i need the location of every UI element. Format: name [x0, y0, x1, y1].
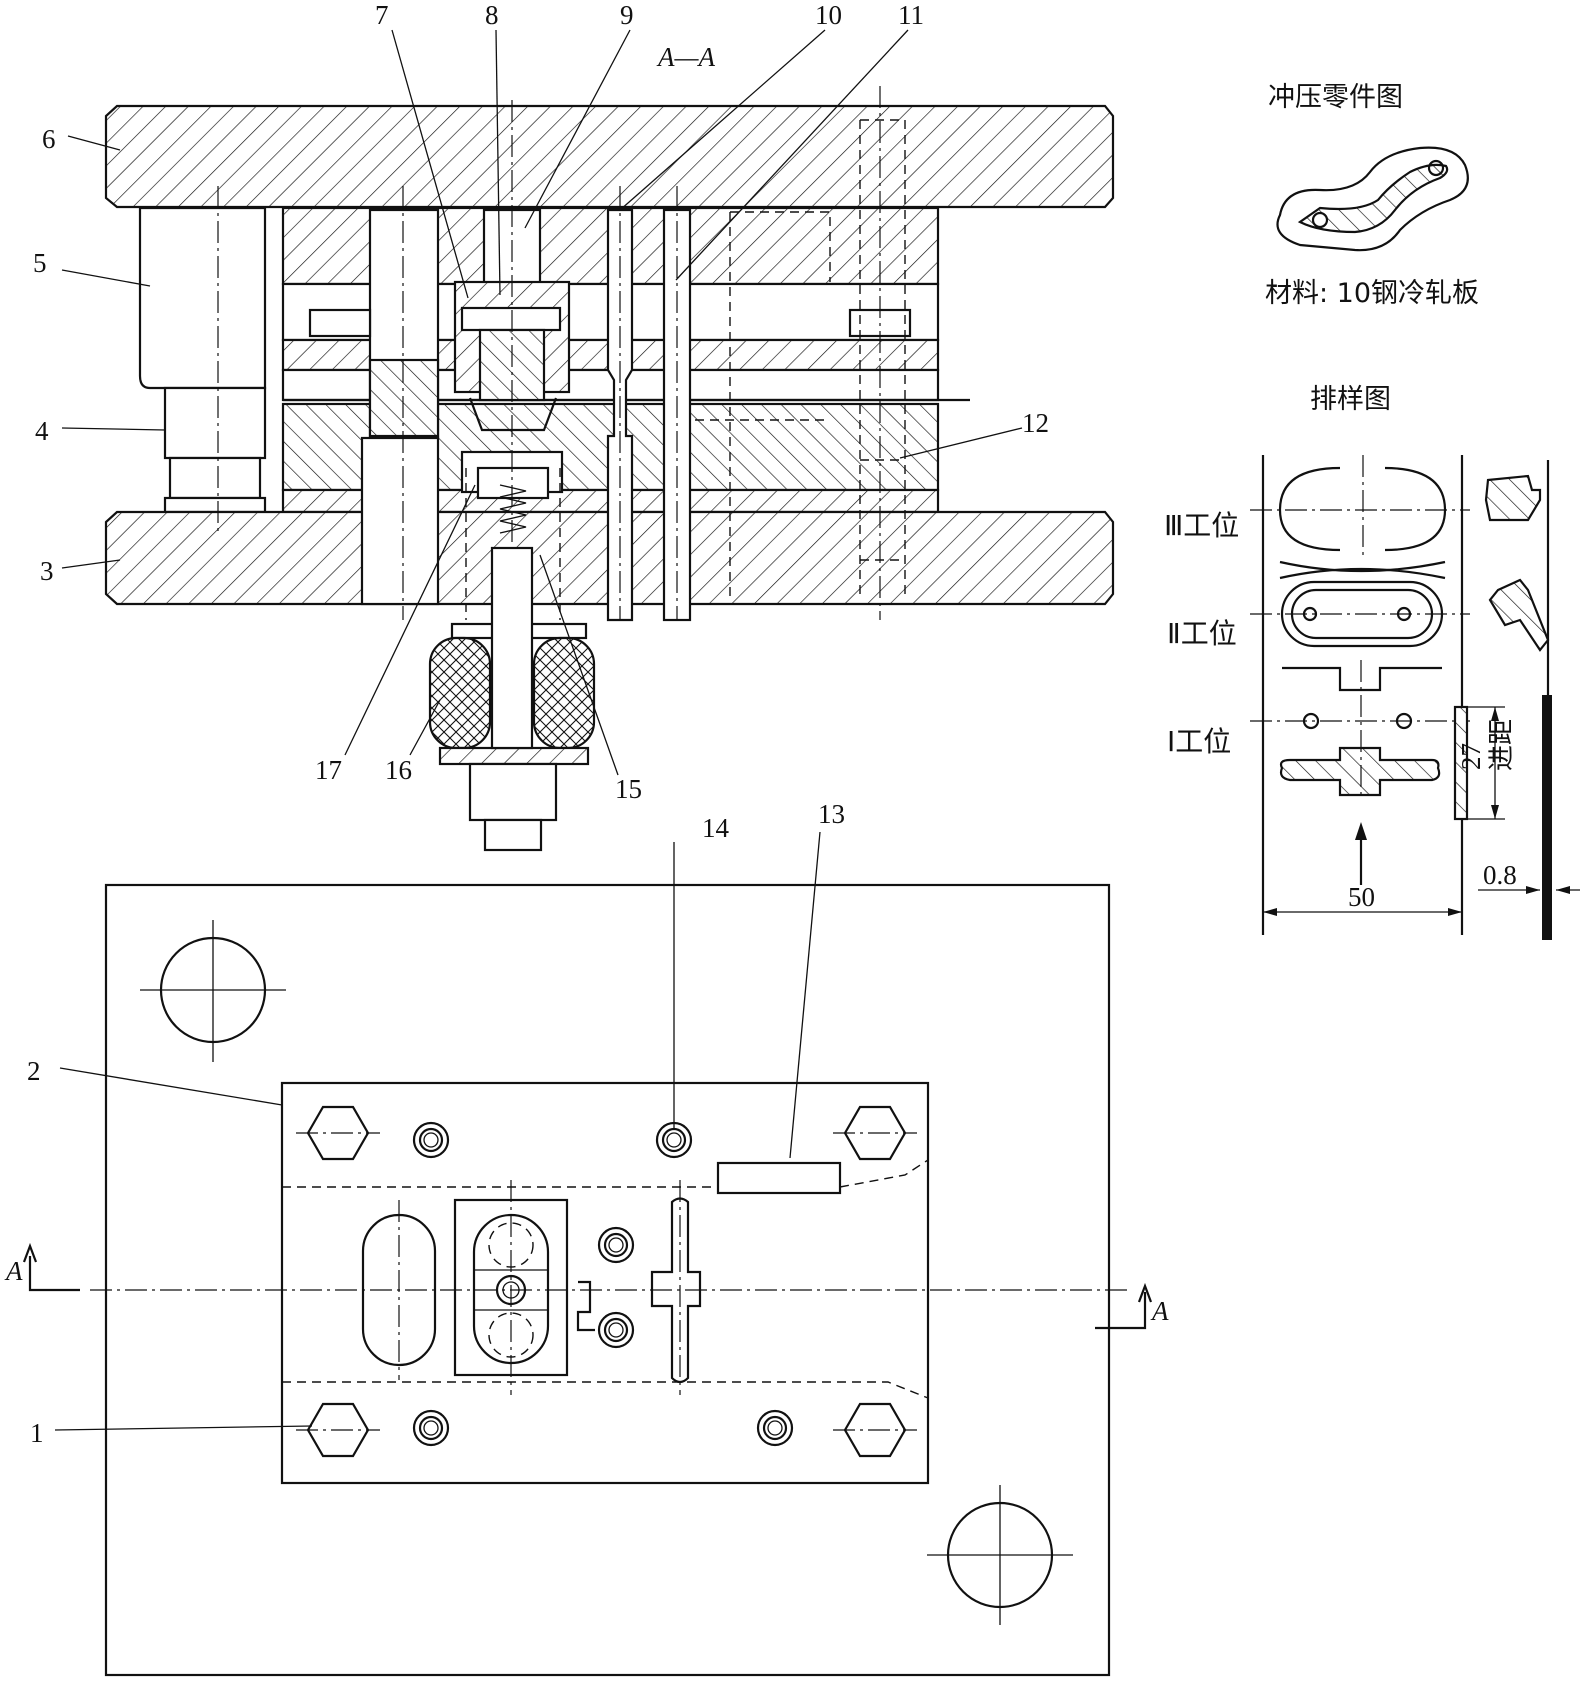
part-callouts: 6 5 4 3 7 8 9 10 11 12 17 16 15 14 13 2 … [27, 0, 1049, 1448]
pitch-label: 进距 [1487, 719, 1517, 771]
section-view [104, 86, 1115, 852]
lower-plate-outline [104, 883, 1111, 1677]
part-number-3: 3 [40, 556, 54, 586]
guide-bushing [138, 206, 267, 390]
part-drawing: 冲压零件图 材料: 10钢冷轧板 [1265, 82, 1479, 309]
part-number-8: 8 [485, 0, 499, 30]
width-dimension: 50 [1348, 882, 1375, 912]
part-number-9: 9 [620, 0, 634, 30]
material-label: 材料: 10钢冷轧板 [1265, 278, 1479, 309]
part-number-11: 11 [898, 0, 924, 30]
station-2-label: Ⅱ工位 [1167, 617, 1237, 650]
part-number-14: 14 [702, 813, 730, 843]
part-number-2: 2 [27, 1056, 41, 1086]
section-mark-left: A [4, 1256, 23, 1286]
part-number-1: 1 [30, 1418, 44, 1448]
part-number-7: 7 [375, 0, 389, 30]
part-number-15: 15 [615, 774, 642, 804]
guide-post [163, 386, 267, 460]
section-mark-right: A [1150, 1296, 1169, 1326]
thickness-dimension: 0.8 [1483, 860, 1517, 890]
station-3-label: Ⅲ工位 [1164, 509, 1239, 542]
part-number-5: 5 [33, 248, 47, 278]
upper-die-plate [104, 104, 1115, 209]
part-number-17: 17 [315, 755, 342, 785]
part-number-16: 16 [385, 755, 412, 785]
pitch-dimension: 27 [1456, 743, 1486, 770]
layout-title: 排样图 [1310, 384, 1391, 415]
part-number-6: 6 [42, 124, 56, 154]
strip-layout: 排样图 50 27 进距 Ⅲ工位 [1164, 384, 1580, 940]
part-number-12: 12 [1022, 408, 1049, 438]
part-number-4: 4 [35, 416, 49, 446]
section-title: A—A [656, 42, 716, 72]
part-drawing-title: 冲压零件图 [1268, 82, 1403, 113]
part-number-13: 13 [818, 799, 845, 829]
plan-view: A A [4, 883, 1169, 1677]
part-number-10: 10 [815, 0, 842, 30]
station-1-label: Ⅰ工位 [1167, 725, 1231, 758]
die-plate-outline [280, 1081, 930, 1485]
